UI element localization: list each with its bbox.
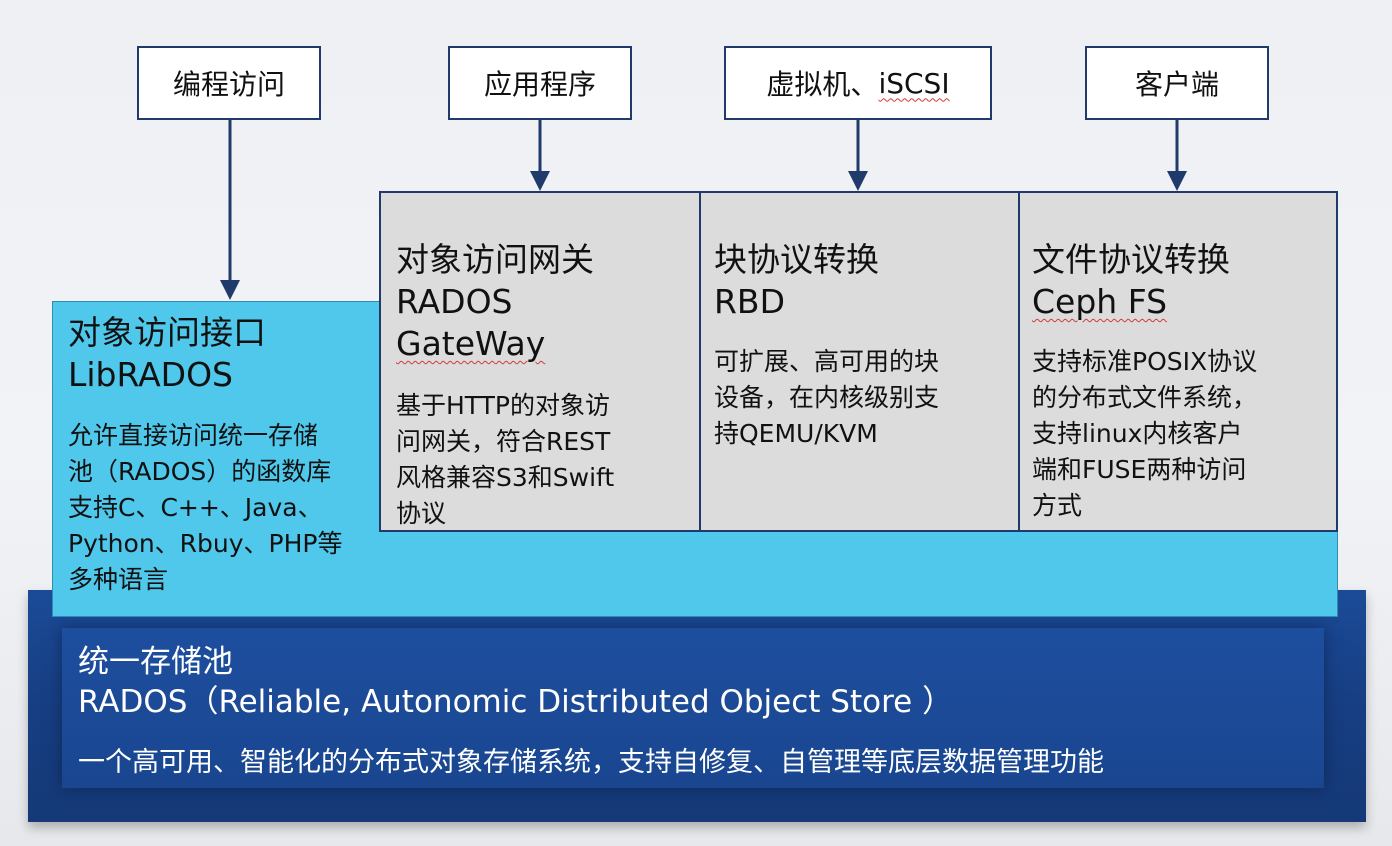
rbd-title-cn: 块协议转换 (714, 240, 879, 279)
gateway-desc-line: 风格兼容S3和Swift (396, 463, 615, 492)
arrowhead-icon (848, 171, 868, 191)
gateway-description: 基于HTTP的对象访 问网关，符合REST 风格兼容S3和Swift 协议 (396, 388, 614, 532)
cephfs-desc-line: 的分布式文件系统， (1032, 383, 1258, 412)
rbd-description: 可扩展、高可用的块 设备，在内核级别支 持QEMU/KVM (714, 344, 939, 452)
client-application: 应用程序 (448, 46, 632, 120)
cephfs-desc-line: 端和FUSE两种访问 (1032, 455, 1247, 484)
gateway-desc-line: 问网关，符合REST (396, 427, 611, 456)
gateway-box (379, 191, 701, 532)
librados-desc-line: 多种语言 (68, 565, 169, 594)
cephfs-description: 支持标准POSIX协议 的分布式文件系统， 支持linux内核客户 端和FUSE… (1032, 344, 1257, 524)
client-label: 客户端 (1134, 68, 1219, 101)
librados-desc-line: 允许直接访问统一存储 (68, 421, 319, 450)
gateway-desc-line: 协议 (396, 499, 447, 528)
rados-title-cn: 统一存储池 (78, 644, 233, 680)
rados-title-en: RADOS（Reliable, Autonomic Distributed Ob… (78, 684, 954, 720)
gateway-desc-line: 基于HTTP的对象访 (396, 391, 610, 420)
rados-description: 一个高可用、智能化的分布式对象存储系统，支持自修复、自管理等底层数据管理功能 (78, 747, 1104, 778)
librados-title-cn: 对象访问接口 (68, 313, 266, 352)
cephfs-box (1018, 191, 1338, 532)
rbd-desc-line: 可扩展、高可用的块 (714, 347, 940, 376)
rbd-desc-line: 持QEMU/KVM (714, 419, 878, 448)
cephfs-title-en: Ceph FS (1032, 282, 1168, 321)
arrowhead-icon (220, 280, 240, 300)
librados-desc-line: 支持C、C++、Java、 (68, 493, 323, 522)
rbd-box (699, 191, 1020, 532)
librados-desc-line: 池（RADOS）的函数库 (68, 457, 332, 486)
librados-desc-line: Python、Rbuy、PHP等 (68, 529, 343, 558)
client-programming-access: 编程访问 (137, 46, 321, 120)
client-label: 应用程序 (483, 68, 596, 101)
librados-title-en: LibRADOS (68, 355, 233, 394)
rbd-title-en: RBD (714, 282, 785, 321)
gateway-title-en-2: GateWay (396, 324, 546, 363)
gateway-title-en-1: RADOS (396, 282, 513, 321)
client-client: 客户端 (1085, 46, 1269, 120)
cephfs-desc-line: 支持linux内核客户 (1032, 419, 1243, 448)
client-vm-iscsi: 虚拟机、iSCSI (724, 46, 992, 120)
librados-description: 允许直接访问统一存储 池（RADOS）的函数库 支持C、C++、Java、 Py… (68, 418, 343, 598)
arrowhead-icon (1167, 171, 1187, 191)
arrowhead-icon (530, 171, 550, 191)
client-label-suffix: iSCSI (878, 66, 950, 100)
rados-inner-panel (62, 628, 1324, 788)
rbd-desc-line: 设备，在内核级别支 (714, 383, 940, 412)
gateway-title-cn: 对象访问网关 (396, 240, 594, 279)
client-label-prefix: 虚拟机、 (766, 68, 879, 101)
client-label: 编程访问 (172, 68, 285, 101)
cephfs-desc-line: 支持标准POSIX协议 (1032, 347, 1258, 376)
cephfs-title-cn: 文件协议转换 (1032, 240, 1230, 279)
cephfs-desc-line: 方式 (1032, 491, 1083, 520)
